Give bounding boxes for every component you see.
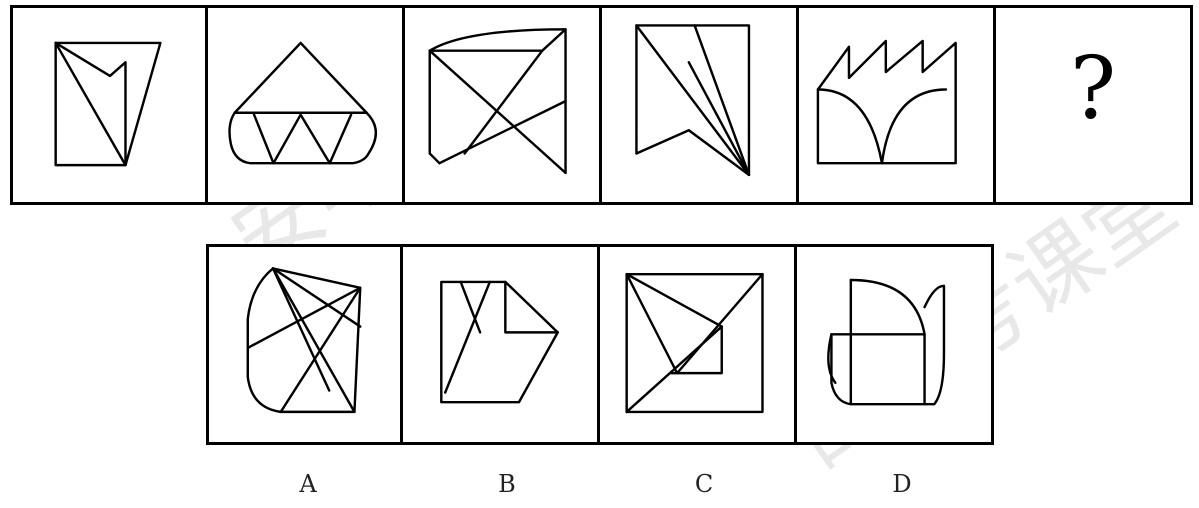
sequence-figure-unknown: ? (996, 5, 1193, 205)
sequence-figure-4 (602, 5, 799, 205)
figure-1-drawing (13, 8, 205, 202)
question-sequence-row: ? (10, 5, 1193, 205)
answer-options-row (206, 244, 994, 445)
option-b-figure[interactable] (403, 244, 600, 445)
option-b-label[interactable]: B (487, 470, 527, 498)
option-a-label[interactable]: A (288, 470, 328, 498)
sequence-figure-2 (208, 5, 405, 205)
option-c-figure[interactable] (600, 244, 797, 445)
option-d-label[interactable]: D (882, 470, 922, 498)
option-c-drawing (600, 247, 794, 442)
figure-5-drawing (799, 8, 993, 202)
sequence-figure-3 (405, 5, 602, 205)
question-mark: ? (996, 46, 1190, 132)
option-a-drawing (209, 247, 400, 442)
figure-2-drawing (208, 8, 402, 202)
figure-3-drawing (405, 8, 599, 202)
option-d-drawing (797, 247, 991, 442)
option-a-figure[interactable] (206, 244, 403, 445)
option-c-label[interactable]: C (684, 470, 724, 498)
option-d-figure[interactable] (797, 244, 994, 445)
sequence-figure-5 (799, 5, 996, 205)
option-b-drawing (403, 247, 597, 442)
sequence-figure-1 (10, 5, 208, 205)
figure-4-drawing (602, 8, 796, 202)
